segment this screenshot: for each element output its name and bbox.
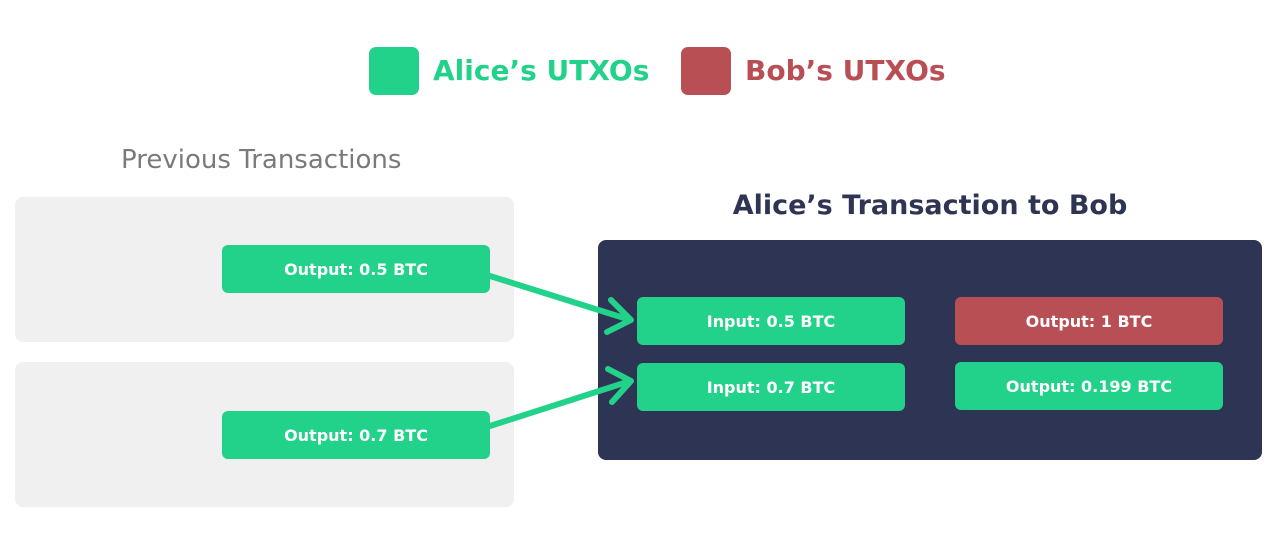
legend-label-bob: Bob’s UTXOs xyxy=(745,54,946,87)
transaction-output-box-alice-change: Output: 0.199 BTC xyxy=(955,362,1223,410)
transaction-panel xyxy=(598,240,1262,460)
transaction-input-box-2: Input: 0.7 BTC xyxy=(637,363,905,411)
transaction-title: Alice’s Transaction to Bob xyxy=(732,190,1128,221)
transaction-output-box-bob: Output: 1 BTC xyxy=(955,297,1223,345)
legend-swatch-bob xyxy=(681,47,731,95)
transaction-input-box-1: Input: 0.5 BTC xyxy=(637,297,905,345)
legend-label-alice: Alice’s UTXOs xyxy=(433,54,650,87)
previous-output-box-2: Output: 0.7 BTC xyxy=(222,411,490,459)
previous-output-box-1: Output: 0.5 BTC xyxy=(222,245,490,293)
previous-transactions-title: Previous Transactions xyxy=(121,145,402,175)
legend-swatch-alice xyxy=(369,47,419,95)
